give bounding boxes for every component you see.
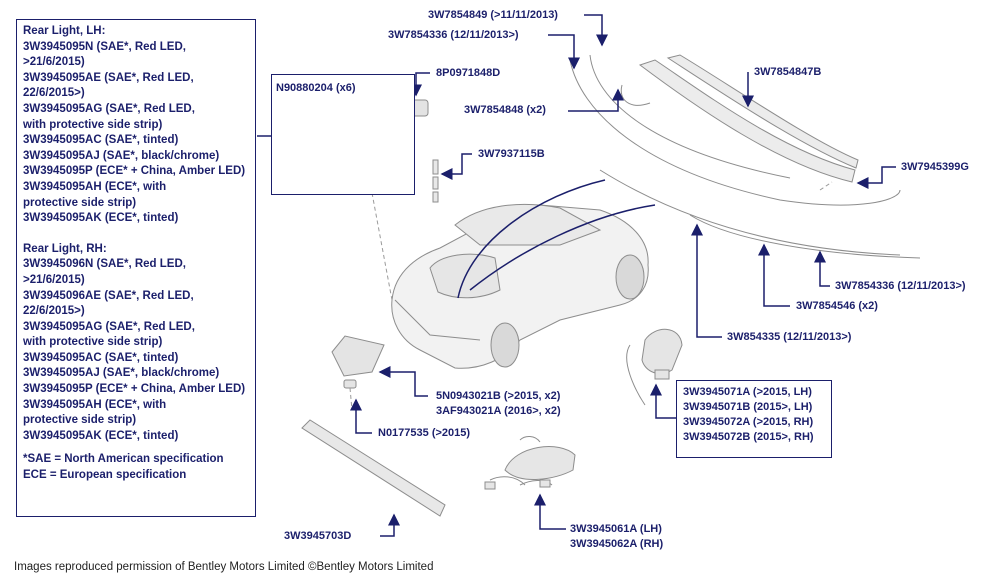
label-3w3945703d: 3W3945703D [284,530,352,542]
legend-lh-line: Rear Light, LH: [23,25,106,37]
legend-rh-line: >21/6/2015) [23,273,85,286]
legend-lh-line: 3W3945095AG (SAE*, Red LED, [23,102,195,115]
legend-lh-line: 3W3945095AJ (SAE*, black/chrome) [23,149,220,162]
legend-lh-line: >21/6/2015) [23,56,85,69]
label-8p0971848d: 8P0971848D [436,67,501,79]
legend-lh-line: 3W3945095AE (SAE*, Red LED, [23,71,194,84]
legend-lh-line: 3W3945095P (ECE* + China, Amber LED) [23,165,246,178]
label-3w854335: 3W854335 (12/11/2013>) [727,331,852,343]
legend-lh-line: 3W3945095N (SAE*, Red LED, [23,40,186,53]
leader-lines [350,14,896,537]
label-3w7854847b: 3W7854847B [754,66,822,78]
legend-rh-line: Rear Light, RH: [23,242,107,255]
legend-rh-line: protective side strip) [23,414,137,427]
rear-light-legend: Rear Light, LH: 3W3945095N (SAE*, Red LED… [16,19,256,517]
legend-rh-line: 3W3945095AK (ECE*, tinted) [23,429,179,442]
fog-part-1: 3W3945071A (>2015, LH) [683,386,812,398]
label-n0177535: N0177535 (>2015) [378,427,471,439]
label-3w7854546: 3W7854546 (x2) [796,300,878,312]
boot-lid-outline [569,54,921,259]
inset-box [271,74,415,195]
car-illustration [391,203,649,369]
legend-lh-line: protective side strip) [23,196,137,209]
fog-part-2: 3W3945071B (2015>, LH) [683,401,813,413]
label-3w3945061a: 3W3945061A (LH) [570,523,662,535]
spec-notes: *SAE = North American specification ECE … [23,452,249,483]
legend-lh-line: 3W3945095AH (ECE*, with [23,180,167,193]
rear-light-rh-list: Rear Light, RH: 3W3945096N (SAE*, Red LED… [23,242,249,445]
legend-rh-line: 3W3945095AJ (SAE*, black/chrome) [23,367,220,380]
fog-part-4: 3W3945072B (2015>, RH) [683,431,814,443]
label-3w7937115b: 3W7937115B [478,148,545,160]
legend-lh-line: 3W3945095AK (ECE*, tinted) [23,212,179,225]
boot-light-strips [620,54,859,183]
fog-part-3: 3W3945072A (>2015, RH) [683,416,814,428]
dashed-guides [349,181,833,411]
label-3w3945062a: 3W3945062A (RH) [570,538,664,550]
legend-rh-line: 3W3945095AG (SAE*, Red LED, [23,320,195,333]
legend-rh-line: with protective side strip) [23,336,163,349]
label-3w7854849: 3W7854849 (>11/11/2013) [428,9,558,21]
label-3w7854336-top: 3W7854336 (12/11/2013>) [388,29,519,41]
label-3w7945399g: 3W7945399G [901,161,969,173]
label-5n0943021b: 5N0943021B (>2015, x2) [436,390,561,402]
label-3w7854848: 3W7854848 (x2) [464,104,546,116]
brake-light [301,419,446,517]
clip-parts [432,159,439,203]
fog-lamp [626,328,683,406]
rear-light-lh-list: Rear Light, LH: 3W3945095N (SAE*, Red LED… [23,24,249,227]
number-plate-lamp [331,335,385,389]
pointer-curve-boot [457,179,606,299]
legend-rh-line: 22/6/2015>) [23,305,85,318]
legend-rh-line: 3W3945096N (SAE*, Red LED, [23,258,186,271]
legend-lh-line: 22/6/2015>) [23,87,85,100]
legend-note-line: *SAE = North American specification [23,453,224,466]
legend-rh-line: 3W3945096AE (SAE*, Red LED, [23,289,194,302]
pointer-curve-boot-2 [469,204,656,291]
reflector-part [484,436,576,490]
legend-lh-line: with protective side strip) [23,118,163,131]
legend-rh-line: 3W3945095P (ECE* + China, Amber LED) [23,383,246,396]
legend-note-line: ECE = European specification [23,469,187,482]
legend-rh-line: 3W3945095AC (SAE*, tinted) [23,351,179,364]
legend-lh-line: 3W3945095AC (SAE*, tinted) [23,134,179,147]
label-3af943021a: 3AF943021A (2016>, x2) [436,405,561,417]
label-3w7854336-right: 3W7854336 (12/11/2013>) [835,280,966,292]
legend-rh-line: 3W3945095AH (ECE*, with [23,398,167,411]
copyright-footer: Images reproduced permission of Bentley … [14,561,434,573]
fog-lamp-parts-box: 3W3945071A (>2015, LH) 3W3945071B (2015>… [676,380,832,458]
label-n90880204: N90880204 (x6) [276,82,356,94]
